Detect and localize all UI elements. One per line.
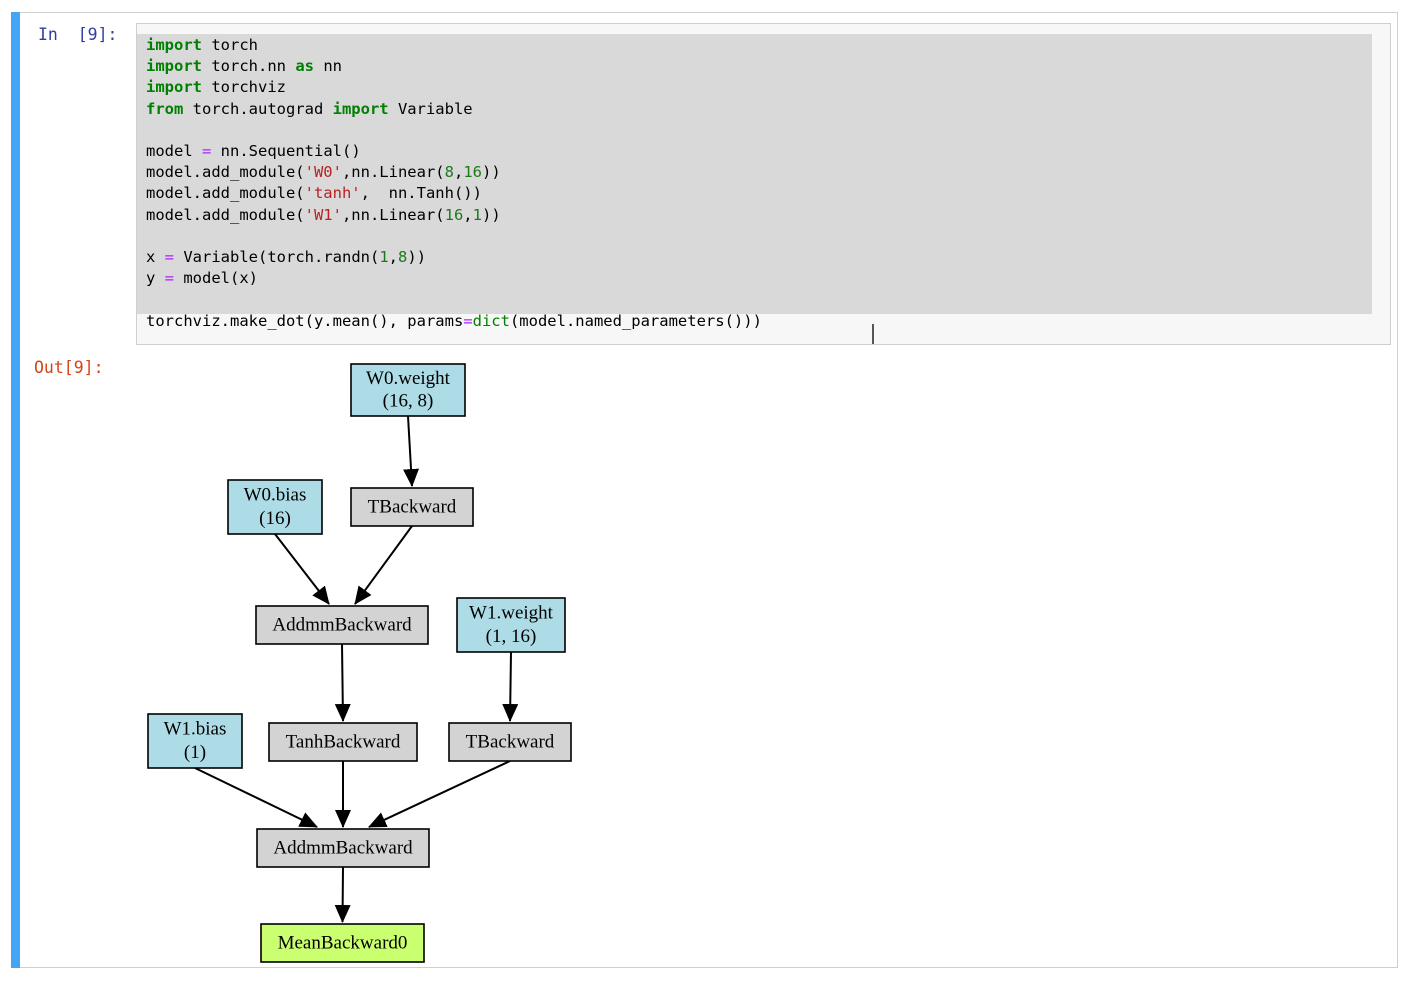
cell-selection-indicator: [11, 12, 20, 968]
node-label: MeanBackward0: [278, 932, 408, 953]
graph-node-tbw0: TBackward: [350, 487, 474, 527]
text-cursor: [872, 324, 874, 344]
code-highlight-band: [137, 34, 1372, 314]
graph-node-w0bias: W0.bias(16): [227, 479, 323, 535]
node-label: TBackward: [368, 496, 457, 517]
graph-edges: [194, 415, 519, 923]
code-source[interactable]: import torch import torch.nn as nn impor…: [146, 36, 762, 330]
node-label: W1.bias: [164, 719, 227, 740]
graph-edge-addmm1-to-meanbw: [334, 866, 351, 923]
graph-node-addmm0: AddmmBackward: [255, 605, 429, 645]
graph-edge-w1weight-to-tbw1: [502, 651, 519, 722]
graph-edge-tbw1-to-addmm1: [368, 760, 511, 828]
node-box: [256, 828, 430, 868]
graph-edge-w0bias-to-addmm0: [274, 533, 330, 605]
graph-edge-w0weight-to-tbw0: [403, 415, 420, 487]
node-shape-label: (16): [259, 508, 291, 529]
code-editor[interactable]: import torch import torch.nn as nn impor…: [136, 23, 1391, 345]
node-label: AddmmBackward: [273, 837, 413, 858]
node-box: [255, 605, 429, 645]
node-box: [268, 722, 418, 762]
node-box: [227, 479, 323, 535]
node-box: [350, 363, 466, 417]
input-prompt-label: In [9]:: [38, 25, 118, 44]
node-box: [147, 713, 243, 769]
graph-edge-addmm0-to-tanhbw: [334, 643, 351, 722]
graph-node-tbw1: TBackward: [448, 722, 572, 762]
output-prompt-label: Out[9]:: [34, 358, 104, 377]
graph-node-meanbw: MeanBackward0: [260, 923, 425, 963]
cell-output-area: W0.weight(16, 8) TBackward W0.bias(16) Addm…: [136, 352, 1376, 963]
node-box: [260, 923, 425, 963]
graph-node-tanhbw: TanhBackward: [268, 722, 418, 762]
graph-edge-w1bias-to-addmm1: [194, 767, 318, 828]
node-shape-label: (1): [184, 742, 206, 763]
node-label: TBackward: [466, 731, 555, 752]
node-box: [350, 487, 474, 527]
node-label: TanhBackward: [286, 731, 401, 752]
graph-edge-tbw0-to-addmm0: [354, 525, 413, 605]
graph-node-w1bias: W1.bias(1): [147, 713, 243, 769]
node-label: AddmmBackward: [272, 614, 412, 635]
node-shape-label: (16, 8): [383, 390, 434, 411]
graph-nodes: W0.weight(16, 8) TBackward W0.bias(16) Addm…: [147, 363, 572, 963]
node-shape-label: (1, 16): [486, 626, 537, 647]
graph-node-w1weight: W1.weight(1, 16): [456, 597, 566, 653]
node-box: [448, 722, 572, 762]
node-label: W0.weight: [366, 368, 451, 389]
graph-node-w0weight: W0.weight(16, 8): [350, 363, 466, 417]
autograd-computational-graph: W0.weight(16, 8) TBackward W0.bias(16) Addm…: [147, 363, 572, 963]
code-input-row: import torch import torch.nn as nn impor…: [20, 13, 1397, 345]
node-box: [456, 597, 566, 653]
node-label: W0.bias: [244, 485, 307, 506]
graph-node-addmm1: AddmmBackward: [256, 828, 430, 868]
node-label: W1.weight: [469, 603, 554, 624]
